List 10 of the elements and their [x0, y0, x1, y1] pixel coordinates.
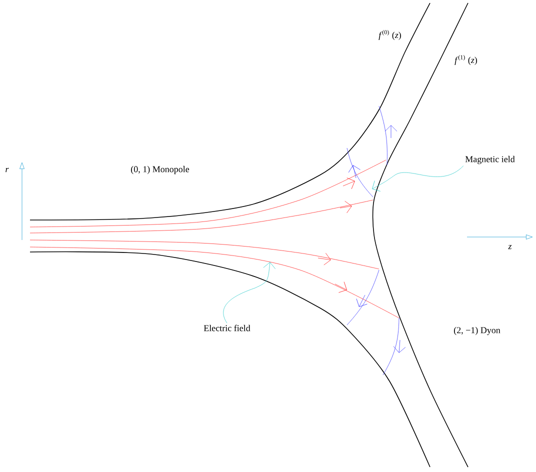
axis-label: z [508, 244, 512, 250]
leader-line [223, 262, 276, 324]
region-label: (0, 1) Monopole [131, 166, 190, 174]
leader-text: Magnetic ield [465, 156, 515, 164]
region-label: (2, −1) Dyon [454, 326, 500, 336]
leader-line [372, 166, 464, 192]
axis-label: r [6, 168, 9, 172]
leader-text: Electric field [204, 324, 250, 332]
curve-label: f$^{(1)}$ (z) [454, 55, 477, 65]
curve-label: f$^{(0)}$ (z) [378, 30, 401, 40]
